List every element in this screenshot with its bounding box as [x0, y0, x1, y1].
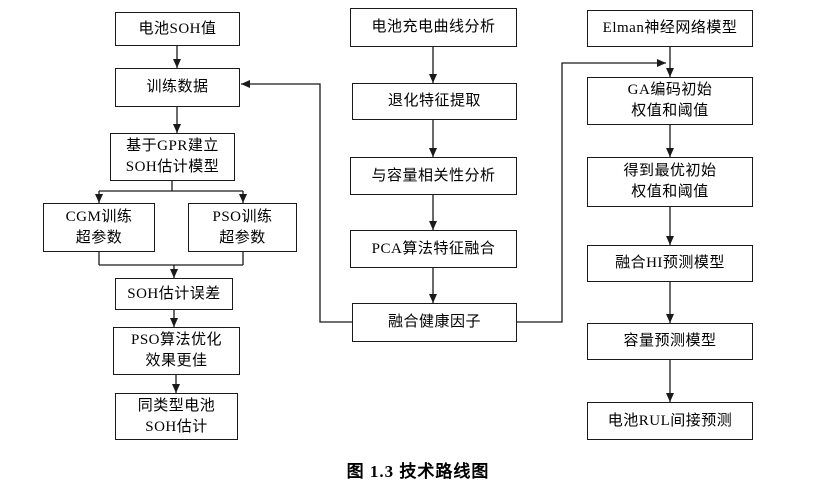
- node-battery-soh-value: 电池SOH值: [115, 12, 240, 46]
- node-capacity-model: 容量预测模型: [587, 323, 753, 360]
- node-ga-encode-line2: 权值和阈值: [631, 103, 709, 119]
- node-training-data: 训练数据: [115, 68, 240, 107]
- node-fused-hi: 融合健康因子: [352, 303, 517, 342]
- node-optimal-init-line1: 得到最优初始: [623, 163, 717, 180]
- node-fused-hi-text: 融合健康因子: [387, 314, 481, 331]
- figure-caption: 图 1.3 技术路线图: [346, 462, 490, 481]
- node-gpr-model-line2: SOH估计模型: [125, 159, 220, 175]
- node-pca-fusion: PCA算法特征融合: [350, 230, 517, 268]
- node-charge-curve: 电池充电曲线分析: [350, 8, 517, 47]
- node-pso-better-line2: 效果更佳: [145, 353, 208, 369]
- node-capacity-correlation-text: 与容量相关性分析: [371, 167, 496, 184]
- node-hi-predict-model: 融合HI预测模型: [587, 245, 753, 282]
- node-pso-train-line1: PSO训练: [212, 208, 273, 225]
- node-ga-encode: GA编码初始 权值和阈值: [587, 77, 753, 125]
- node-same-type-soh-line1: 同类型电池: [137, 397, 216, 414]
- connector-layer: [95, 46, 674, 402]
- arrow-fused-hi-to-training-data: [241, 80, 352, 323]
- node-charge-curve-text: 电池充电曲线分析: [371, 19, 496, 36]
- node-elman-model: Elman神经网络模型: [587, 10, 753, 47]
- node-cgm-train: CGM训练 超参数: [43, 203, 155, 252]
- node-same-type-soh: 同类型电池 SOH估计: [115, 393, 238, 440]
- node-optimal-init: 得到最优初始 权值和阈值: [587, 157, 753, 207]
- node-cgm-train-line2: 超参数: [75, 229, 123, 246]
- node-same-type-soh-line2: SOH估计: [145, 418, 208, 435]
- node-pso-better-line1: PSO算法优化: [130, 332, 223, 349]
- node-hi-predict-model-text: 融合HI预测模型: [615, 255, 725, 272]
- node-pca-fusion-text: PCA算法特征融合: [371, 240, 496, 257]
- node-degradation-extract: 退化特征提取: [352, 83, 517, 120]
- node-rul-predict-text: 电池RUL间接预测: [607, 412, 733, 429]
- node-soh-error: SOH估计误差: [115, 278, 233, 310]
- node-gpr-model-line1: 基于GPR建立: [126, 138, 219, 155]
- node-optimal-init-line2: 权值和阈值: [631, 184, 709, 200]
- node-gpr-model: 基于GPR建立 SOH估计模型: [110, 133, 235, 181]
- node-rul-predict: 电池RUL间接预测: [587, 402, 753, 440]
- arrow-fused-hi-to-ga-encode: [517, 59, 666, 323]
- node-elman-model-text: Elman神经网络模型: [602, 20, 738, 37]
- node-capacity-correlation: 与容量相关性分析: [350, 157, 517, 195]
- node-capacity-model-text: 容量预测模型: [623, 333, 717, 350]
- node-pso-better: PSO算法优化 效果更佳: [113, 327, 240, 375]
- node-pso-train-line2: 超参数: [219, 229, 266, 246]
- node-soh-error-text: SOH估计误差: [127, 285, 221, 302]
- node-training-data-text: 训练数据: [146, 79, 209, 96]
- node-pso-train: PSO训练 超参数: [188, 203, 297, 252]
- node-cgm-train-line1: CGM训练: [65, 208, 133, 225]
- node-battery-soh-value-text: 电池SOH值: [138, 20, 217, 37]
- node-ga-encode-line1: GA编码初始: [627, 82, 713, 99]
- node-degradation-extract-text: 退化特征提取: [387, 93, 481, 110]
